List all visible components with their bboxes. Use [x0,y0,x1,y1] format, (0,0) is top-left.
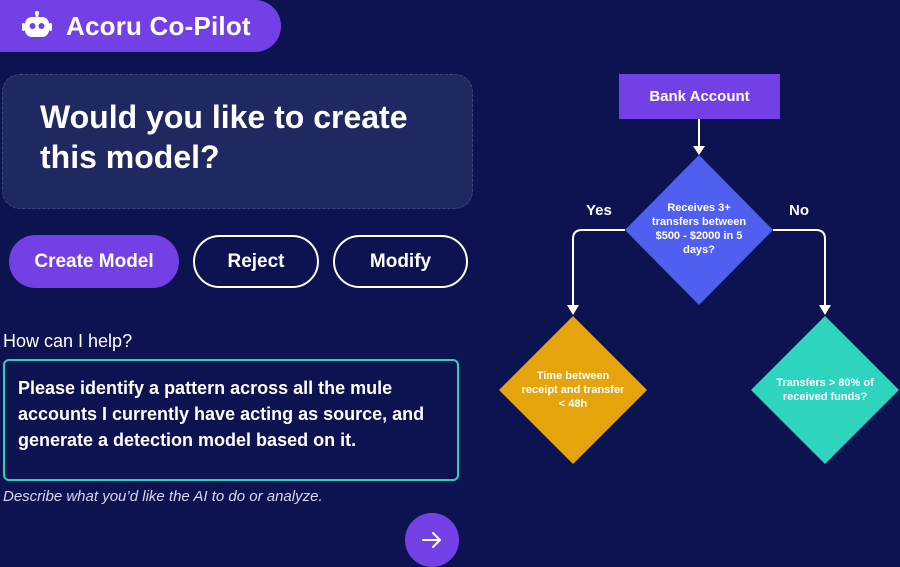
question-text: Would you like to create this model? [40,99,408,175]
arrowhead-no [819,305,831,315]
prompt-hint: Describe what you’d like the AI to do or… [3,488,323,505]
modify-button[interactable]: Modify [333,235,468,288]
flow-node-bank-account: Bank Account [619,74,780,119]
branch-label-yes: Yes [586,202,612,219]
connector-no-branch [773,229,826,307]
app-header: Acoru Co-Pilot [0,0,281,52]
robot-icon [22,11,52,37]
question-card: Would you like to create this model? [2,74,473,209]
send-button[interactable] [405,513,459,567]
flow-node-yes: Time between receipt and transfer < 48h [521,370,625,410]
flow-node-decision: Receives 3+ transfers between $500 - $20… [651,202,747,256]
arrowhead-yes [567,305,579,315]
prompt-input[interactable]: Please identify a pattern across all the… [3,359,459,481]
app-title: Acoru Co-Pilot [66,11,251,41]
connector-yes-branch [572,229,625,307]
arrowhead-decision [693,146,705,155]
no-diamond [751,316,899,464]
yes-diamond [499,316,647,464]
help-label: How can I help? [3,331,133,351]
reject-button[interactable]: Reject [193,235,319,288]
flow-node-no: Transfers > 80% of received funds? [776,377,874,403]
decision-diamond [625,155,773,305]
create-model-button[interactable]: Create Model [9,235,179,288]
arrow-right-icon [422,532,441,548]
branch-label-no: No [789,202,809,219]
prompt-input-value: Please identify a pattern across all the… [18,378,425,450]
